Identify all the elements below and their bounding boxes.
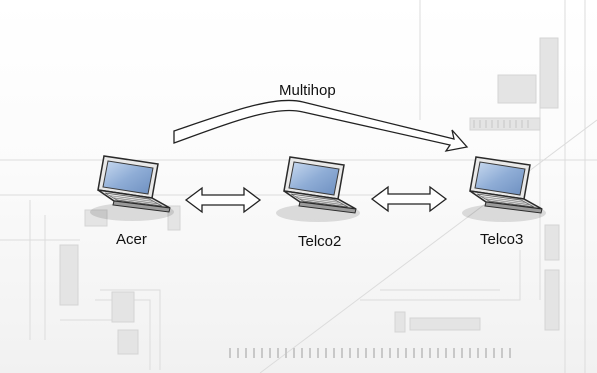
laptop-icon — [275, 156, 361, 223]
multihop-label: Multihop — [279, 82, 336, 99]
node-label-telco2: Telco2 — [298, 233, 342, 250]
laptop-icon — [461, 156, 547, 223]
multihop-arrow — [173, 99, 469, 152]
node-label-telco3: Telco3 — [480, 231, 524, 248]
link-arrow-telco2-telco3 — [371, 186, 447, 212]
node-label-acer: Acer — [116, 231, 147, 248]
link-arrow-acer-telco2 — [185, 187, 261, 213]
laptop-icon — [89, 155, 175, 222]
